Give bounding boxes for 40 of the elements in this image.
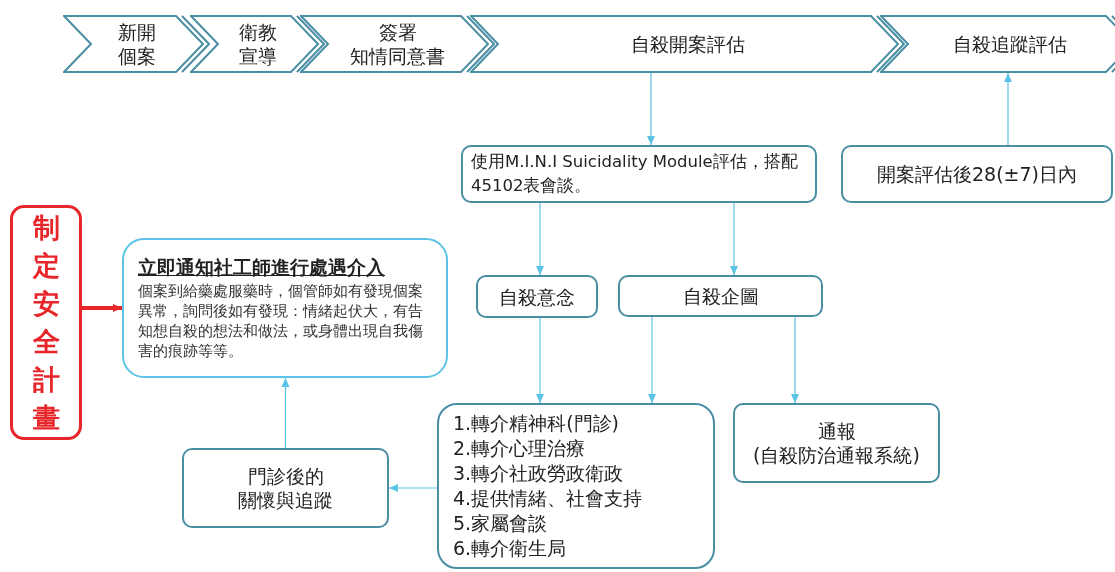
- process-box: [476, 275, 598, 318]
- step-label: 新開個案: [116, 20, 157, 68]
- process-box: [182, 448, 389, 528]
- step-label: 簽署知情同意書: [349, 20, 446, 68]
- list-item: 6.轉介衛生局: [453, 536, 567, 561]
- box-text: 開案評估後28(±7)日內: [877, 162, 1077, 186]
- box-text: 使用M.I.N.I Suicidality Module評估，搭配45102表會談。: [470, 151, 799, 197]
- arrow: [647, 72, 655, 146]
- arrow: [730, 202, 738, 276]
- process-box: [733, 403, 940, 483]
- box-text: (自殺防治通報系統): [753, 443, 920, 467]
- heading: 立即通知社工師進行處遇介入: [138, 255, 385, 279]
- list-item: 2.轉介心理治療: [453, 436, 586, 461]
- process-box: [461, 145, 817, 203]
- body-text: 個案到給藥處服藥時，個管師如有發現個案異常，詢問後如有發現：情緒起伏大，有告知想自殺的想法和做法，或身體出現自我傷害的痕跡等等。: [138, 281, 424, 361]
- box-text: 自殺意念: [499, 284, 575, 309]
- process-box: [618, 275, 823, 317]
- step-label: 自殺追蹤評估: [953, 32, 1067, 56]
- arrow: [536, 202, 544, 276]
- list-item: 5.家屬會談: [453, 511, 548, 536]
- box-text: 自殺企圖: [682, 284, 759, 308]
- list-box: [437, 403, 715, 569]
- step-label: 衛教宣導: [237, 20, 278, 68]
- vertical-title: 制定安全計畫: [31, 210, 61, 435]
- box-text: 通報: [817, 419, 856, 443]
- step-label: 自殺開案評估: [630, 32, 745, 56]
- arrow: [648, 316, 656, 404]
- arrow: [281, 377, 290, 449]
- list-item: 4.提供情緒、社會支持: [453, 486, 643, 511]
- box-text: 門診後的關懷與追蹤: [237, 464, 334, 512]
- arrow: [82, 304, 122, 312]
- arrow: [388, 484, 438, 492]
- process-box: [841, 145, 1113, 203]
- list-item: 1.轉介精神科(門診): [453, 411, 619, 436]
- list-item: 3.轉介社政勞政衛政: [453, 461, 624, 486]
- plan-box: [10, 205, 82, 440]
- arrow: [1004, 72, 1012, 146]
- arrow: [791, 316, 799, 404]
- note-box: [122, 238, 448, 378]
- arrow: [536, 317, 544, 404]
